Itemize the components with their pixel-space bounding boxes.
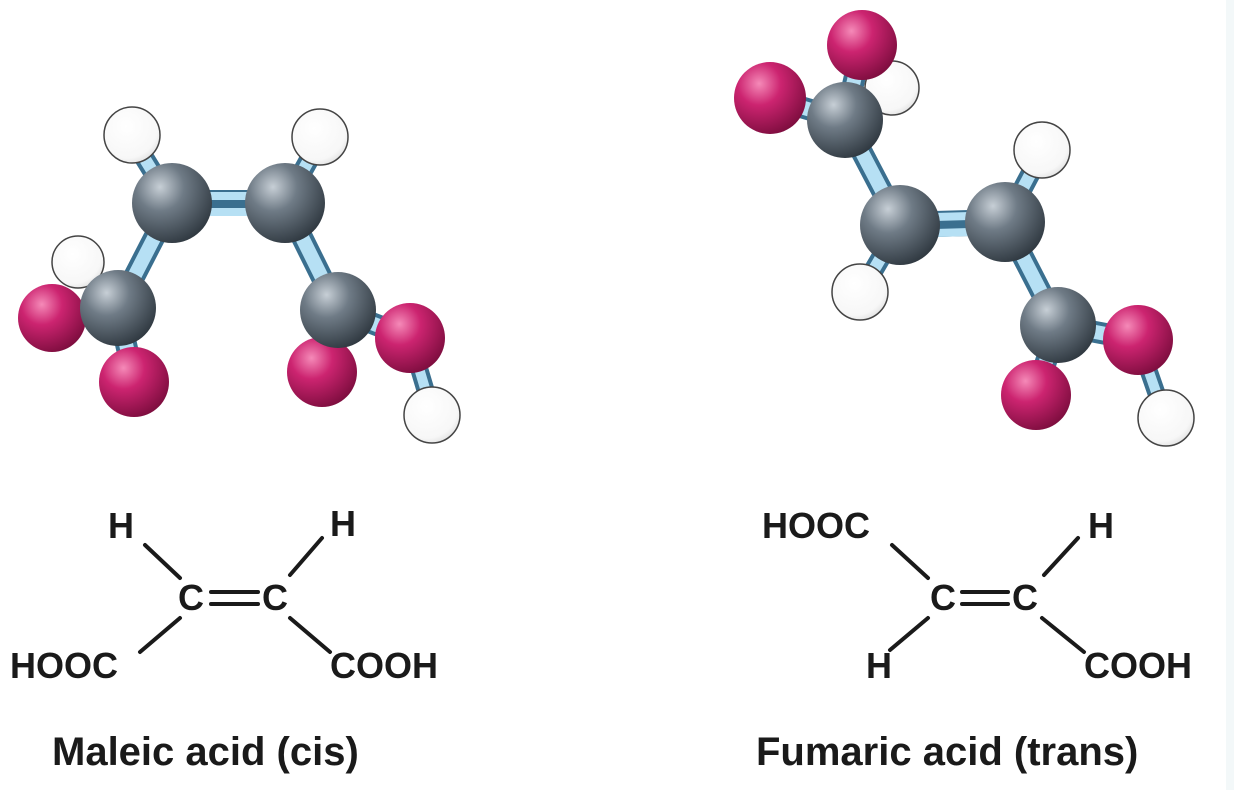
- maleic-bottom-left-group: HOOC: [10, 645, 118, 686]
- hydrogen-atom: [1137, 389, 1195, 447]
- maleic-bottom-right-group: COOH: [330, 645, 438, 686]
- oxygen-atom: [734, 62, 806, 134]
- fumaric-acid-ball-and-stick-model: [734, 10, 1195, 447]
- maleic-left-carbon: C: [178, 577, 204, 618]
- carbon-atom: [245, 163, 325, 243]
- carbon-atom: [1020, 287, 1096, 363]
- maleic-right-carbon: C: [262, 577, 288, 618]
- carbon-atom: [300, 272, 376, 348]
- fumaric-top-right-atom: H: [1088, 505, 1114, 546]
- hydrogen-atom: [403, 386, 461, 444]
- oxygen-atom: [18, 284, 86, 352]
- oxygen-atom: [375, 303, 445, 373]
- fumaric-top-left-group: HOOC: [762, 505, 870, 546]
- fumaric-formula-bonds: [888, 536, 1086, 654]
- hydrogen-atom: [1013, 121, 1071, 179]
- fumaric-right-carbon: C: [1012, 577, 1038, 618]
- carbon-atom: [860, 185, 940, 265]
- maleic-top-right-atom: H: [330, 503, 356, 544]
- hydrogen-atom: [51, 235, 105, 289]
- maleic-top-left-atom: H: [108, 505, 134, 546]
- oxygen-atom: [1103, 305, 1173, 375]
- right-edge-strip: [1226, 0, 1234, 790]
- hydrogen-atom: [103, 106, 161, 164]
- carbon-atom: [80, 270, 156, 346]
- hydrogen-atom: [291, 108, 349, 166]
- maleic-acid-caption: Maleic acid (cis): [52, 730, 359, 774]
- oxygen-atom: [827, 10, 897, 80]
- oxygen-atom: [287, 337, 357, 407]
- fumaric-acid-caption: Fumaric acid (trans): [756, 730, 1139, 774]
- carbon-atom: [965, 182, 1045, 262]
- carbon-atom: [807, 82, 883, 158]
- oxygen-atom: [99, 347, 169, 417]
- maleic-formula-bonds: [138, 536, 332, 654]
- carbon-atom: [132, 163, 212, 243]
- hydrogen-atom: [831, 263, 889, 321]
- fumaric-left-carbon: C: [930, 577, 956, 618]
- maleic-acid-ball-and-stick-model: [18, 106, 461, 444]
- oxygen-atom: [1001, 360, 1071, 430]
- fumaric-bottom-right-group: COOH: [1084, 645, 1192, 686]
- fumaric-bottom-left-atom: H: [866, 645, 892, 686]
